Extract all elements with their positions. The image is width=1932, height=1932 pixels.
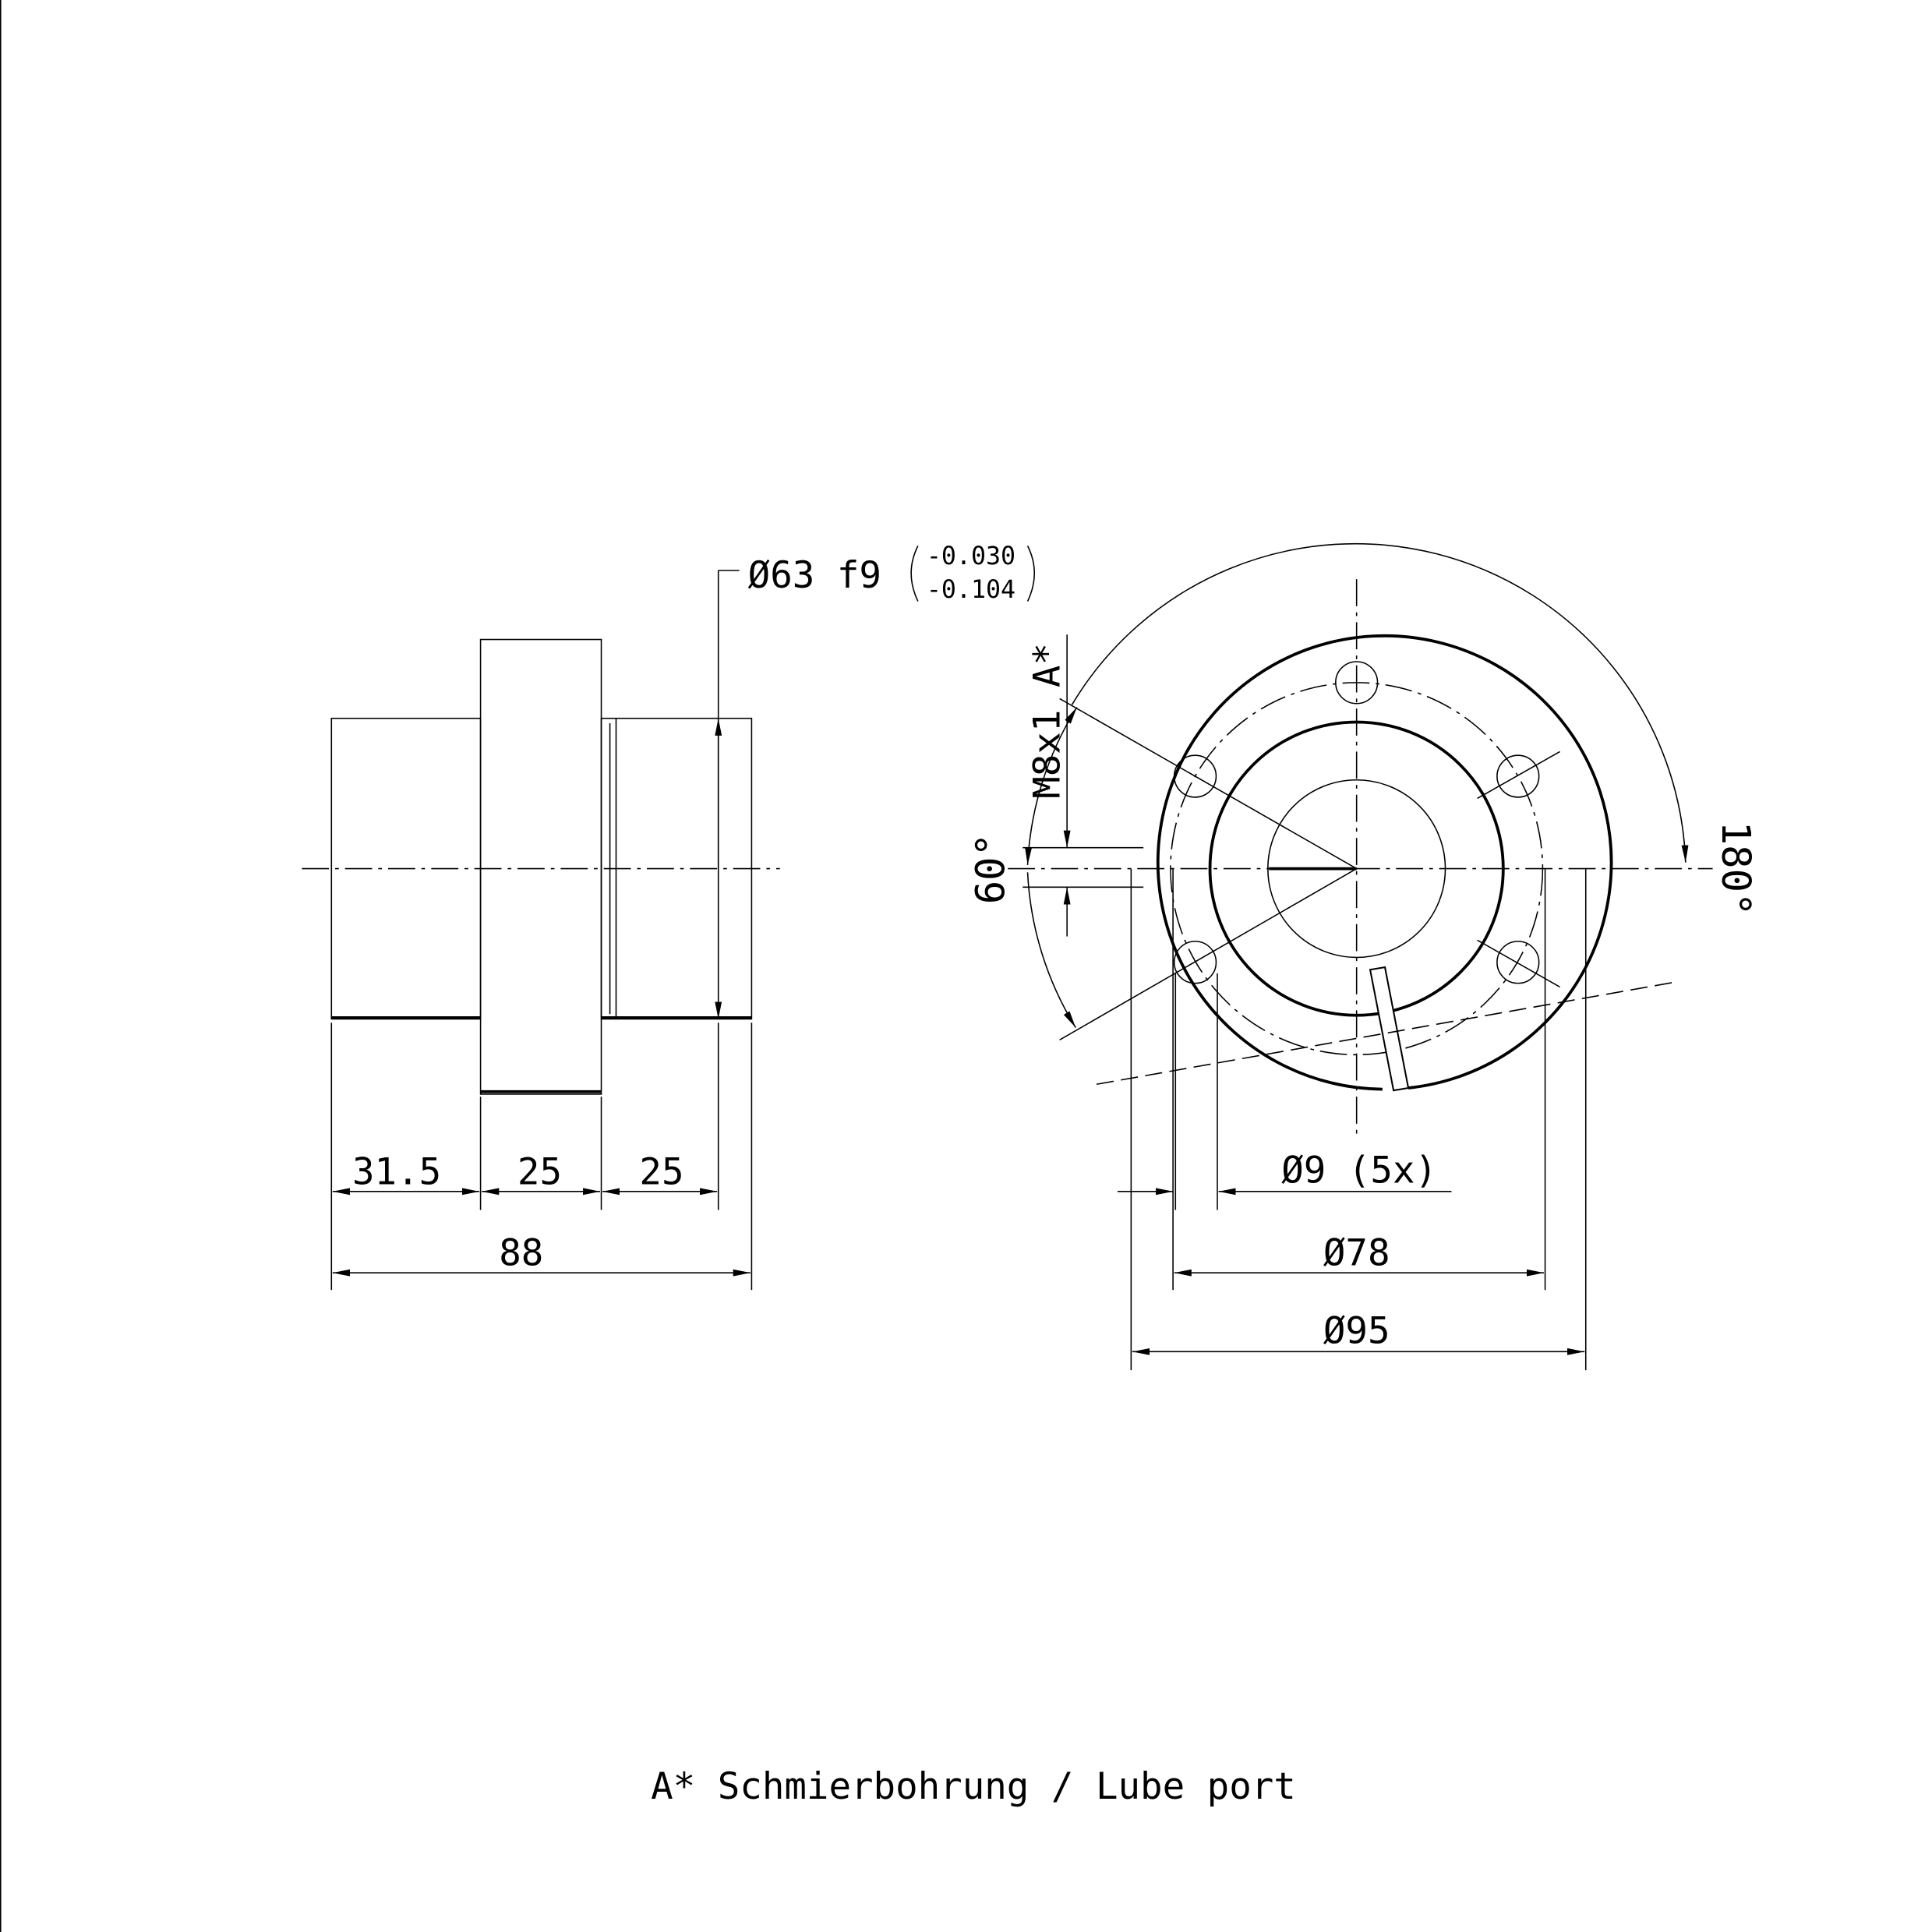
bolt-hole: [1173, 754, 1217, 798]
hole-dim-label: Ø9 (5x): [1281, 1150, 1437, 1192]
bolt-hole: [1496, 941, 1540, 984]
angle-arc-180: [1071, 542, 1689, 863]
paren-close: [1026, 546, 1035, 602]
bolt-holes: [1173, 661, 1560, 988]
body-circle: [1208, 720, 1505, 1017]
footer-note: A* Schmierbohrung / Lube port: [651, 1765, 1296, 1808]
angle-arc-60: [1026, 872, 1076, 1028]
bolt-hole: [1335, 661, 1379, 705]
bolt-circle: [1170, 682, 1544, 1056]
dim-25-right: 25: [639, 1150, 683, 1193]
bore-circle: [1267, 779, 1446, 959]
paren-open: [910, 546, 919, 602]
flange: [479, 638, 602, 1095]
bolt-hole: [1173, 941, 1217, 984]
tolerance-lower: -0.104: [927, 576, 1015, 604]
side-view: Ø63 f9 -0.030 -0.104 31.5 25 25 88: [302, 542, 1035, 1291]
thread-label: M8x1 A*: [1026, 643, 1069, 799]
dim-25-flange: 25: [517, 1150, 562, 1193]
tolerance-upper: -0.030: [927, 542, 1015, 570]
outer-flange-circle: [1156, 634, 1613, 1091]
bolt-circle-dim-label: Ø78: [1323, 1232, 1390, 1275]
outer-dim-label: Ø95: [1323, 1309, 1390, 1352]
angle-60-label: 60°: [968, 833, 1014, 904]
bolt-hole: [1496, 754, 1540, 798]
front-view: 180° 60° M8x1 A* Ø9 (5x) Ø78 Ø95: [968, 542, 1759, 1371]
dim-31-5: 31.5: [352, 1150, 441, 1193]
angle-180-label: 180°: [1713, 821, 1759, 917]
diameter-63-label: Ø63 f9: [748, 554, 881, 597]
slot: [1369, 966, 1410, 1092]
dim-88: 88: [499, 1232, 543, 1275]
